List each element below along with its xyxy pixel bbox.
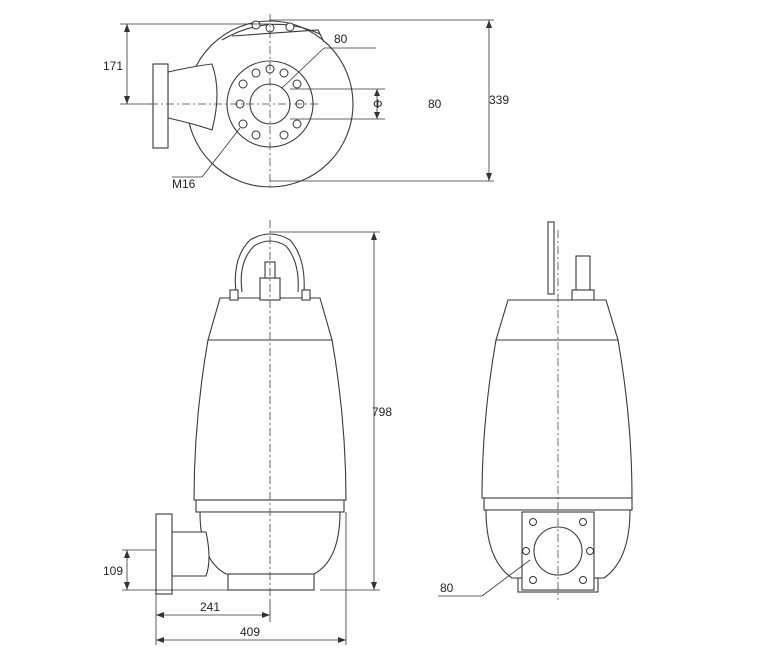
dim-339-label: 339: [489, 93, 509, 107]
front-bolt-left: [229, 289, 239, 301]
dim-109-label: 109: [103, 564, 123, 578]
dim-171-label: 171: [103, 59, 123, 73]
top-view: 171 80 Φ 80 339 M16: [103, 14, 509, 191]
side-gland-base: [571, 289, 595, 301]
side-motor-cap: [495, 299, 619, 341]
front-outlet-flange: [155, 513, 173, 595]
dim-80-top-label: 80: [334, 32, 348, 46]
top-view-handle-bar: [231, 29, 325, 43]
side-cable: [547, 221, 555, 295]
front-handle: [234, 233, 305, 293]
thread-m16-label: M16: [172, 177, 196, 191]
side-motor-body: [481, 339, 633, 499]
top-view-outlet-flange: [152, 63, 169, 149]
front-outlet-pipe: [171, 531, 210, 577]
dim-241-label: 241: [200, 600, 220, 614]
phi-symbol: Φ: [373, 97, 383, 111]
front-bolt-right: [301, 289, 311, 301]
dim-798-label: 798: [372, 405, 392, 419]
top-view-outlet-pipe: [167, 63, 218, 131]
dim-80-side-label: 80: [440, 581, 454, 595]
side-flange-bolt-holes: [522, 518, 594, 584]
top-view-bolt-holes: [235, 64, 305, 140]
front-pump-foot: [227, 573, 315, 591]
dim-409-label: 409: [240, 625, 260, 639]
front-view: 798 109 241 409: [103, 220, 392, 645]
side-view: 80: [438, 221, 633, 600]
dim-80-right-label: 80: [428, 97, 442, 111]
